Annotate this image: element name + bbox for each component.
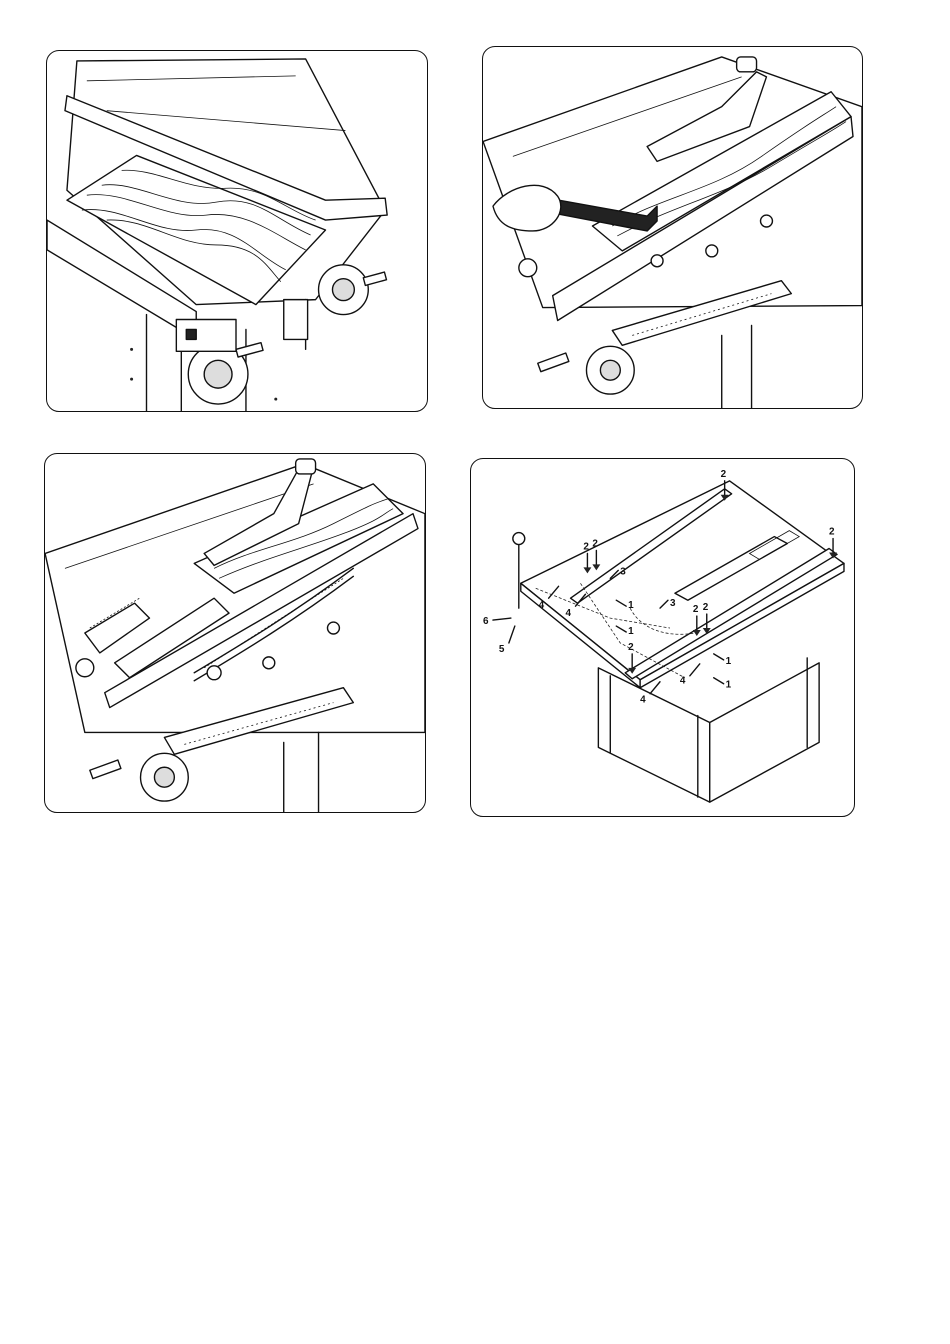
callout-6: 6 [483,616,511,627]
callout-1-c: 1 [714,654,732,667]
svg-text:5: 5 [499,644,505,655]
callout-2-far-right: 2 [829,527,837,559]
svg-text:4: 4 [539,600,545,611]
callout-5: 5 [499,626,515,655]
callout-1-d: 1 [714,678,732,691]
svg-text:2: 2 [703,602,709,613]
svg-text:2: 2 [583,541,589,552]
callout-4-c: 4 [680,664,700,687]
svg-text:4: 4 [640,695,646,706]
svg-text:2: 2 [628,642,634,653]
svg-text:3: 3 [670,598,676,609]
assembly-diagram-drawing: 2 2 2 2 2 2 2 [471,459,854,816]
svg-text:3: 3 [620,566,626,577]
illustration-panel-push-block [44,453,426,813]
svg-text:2: 2 [721,469,727,480]
svg-text:1: 1 [628,600,634,611]
fence-lock-block [176,320,236,352]
table-saw-workpiece-drawing [47,51,427,411]
push-block-drawing [45,454,425,812]
svg-text:1: 1 [726,680,732,691]
svg-text:6: 6 [483,616,489,627]
svg-text:4: 4 [566,608,572,619]
illustration-panel-table-with-workpiece [46,50,428,412]
svg-text:2: 2 [829,527,835,538]
illustration-panel-push-stick [482,46,863,409]
svg-text:4: 4 [680,676,686,687]
push-stick-drawing [483,47,862,408]
svg-text:2: 2 [592,539,598,550]
svg-text:1: 1 [628,626,634,637]
svg-text:2: 2 [693,604,699,615]
illustration-panel-assembly-diagram: 2 2 2 2 2 2 2 [470,458,855,817]
svg-text:1: 1 [726,656,732,667]
